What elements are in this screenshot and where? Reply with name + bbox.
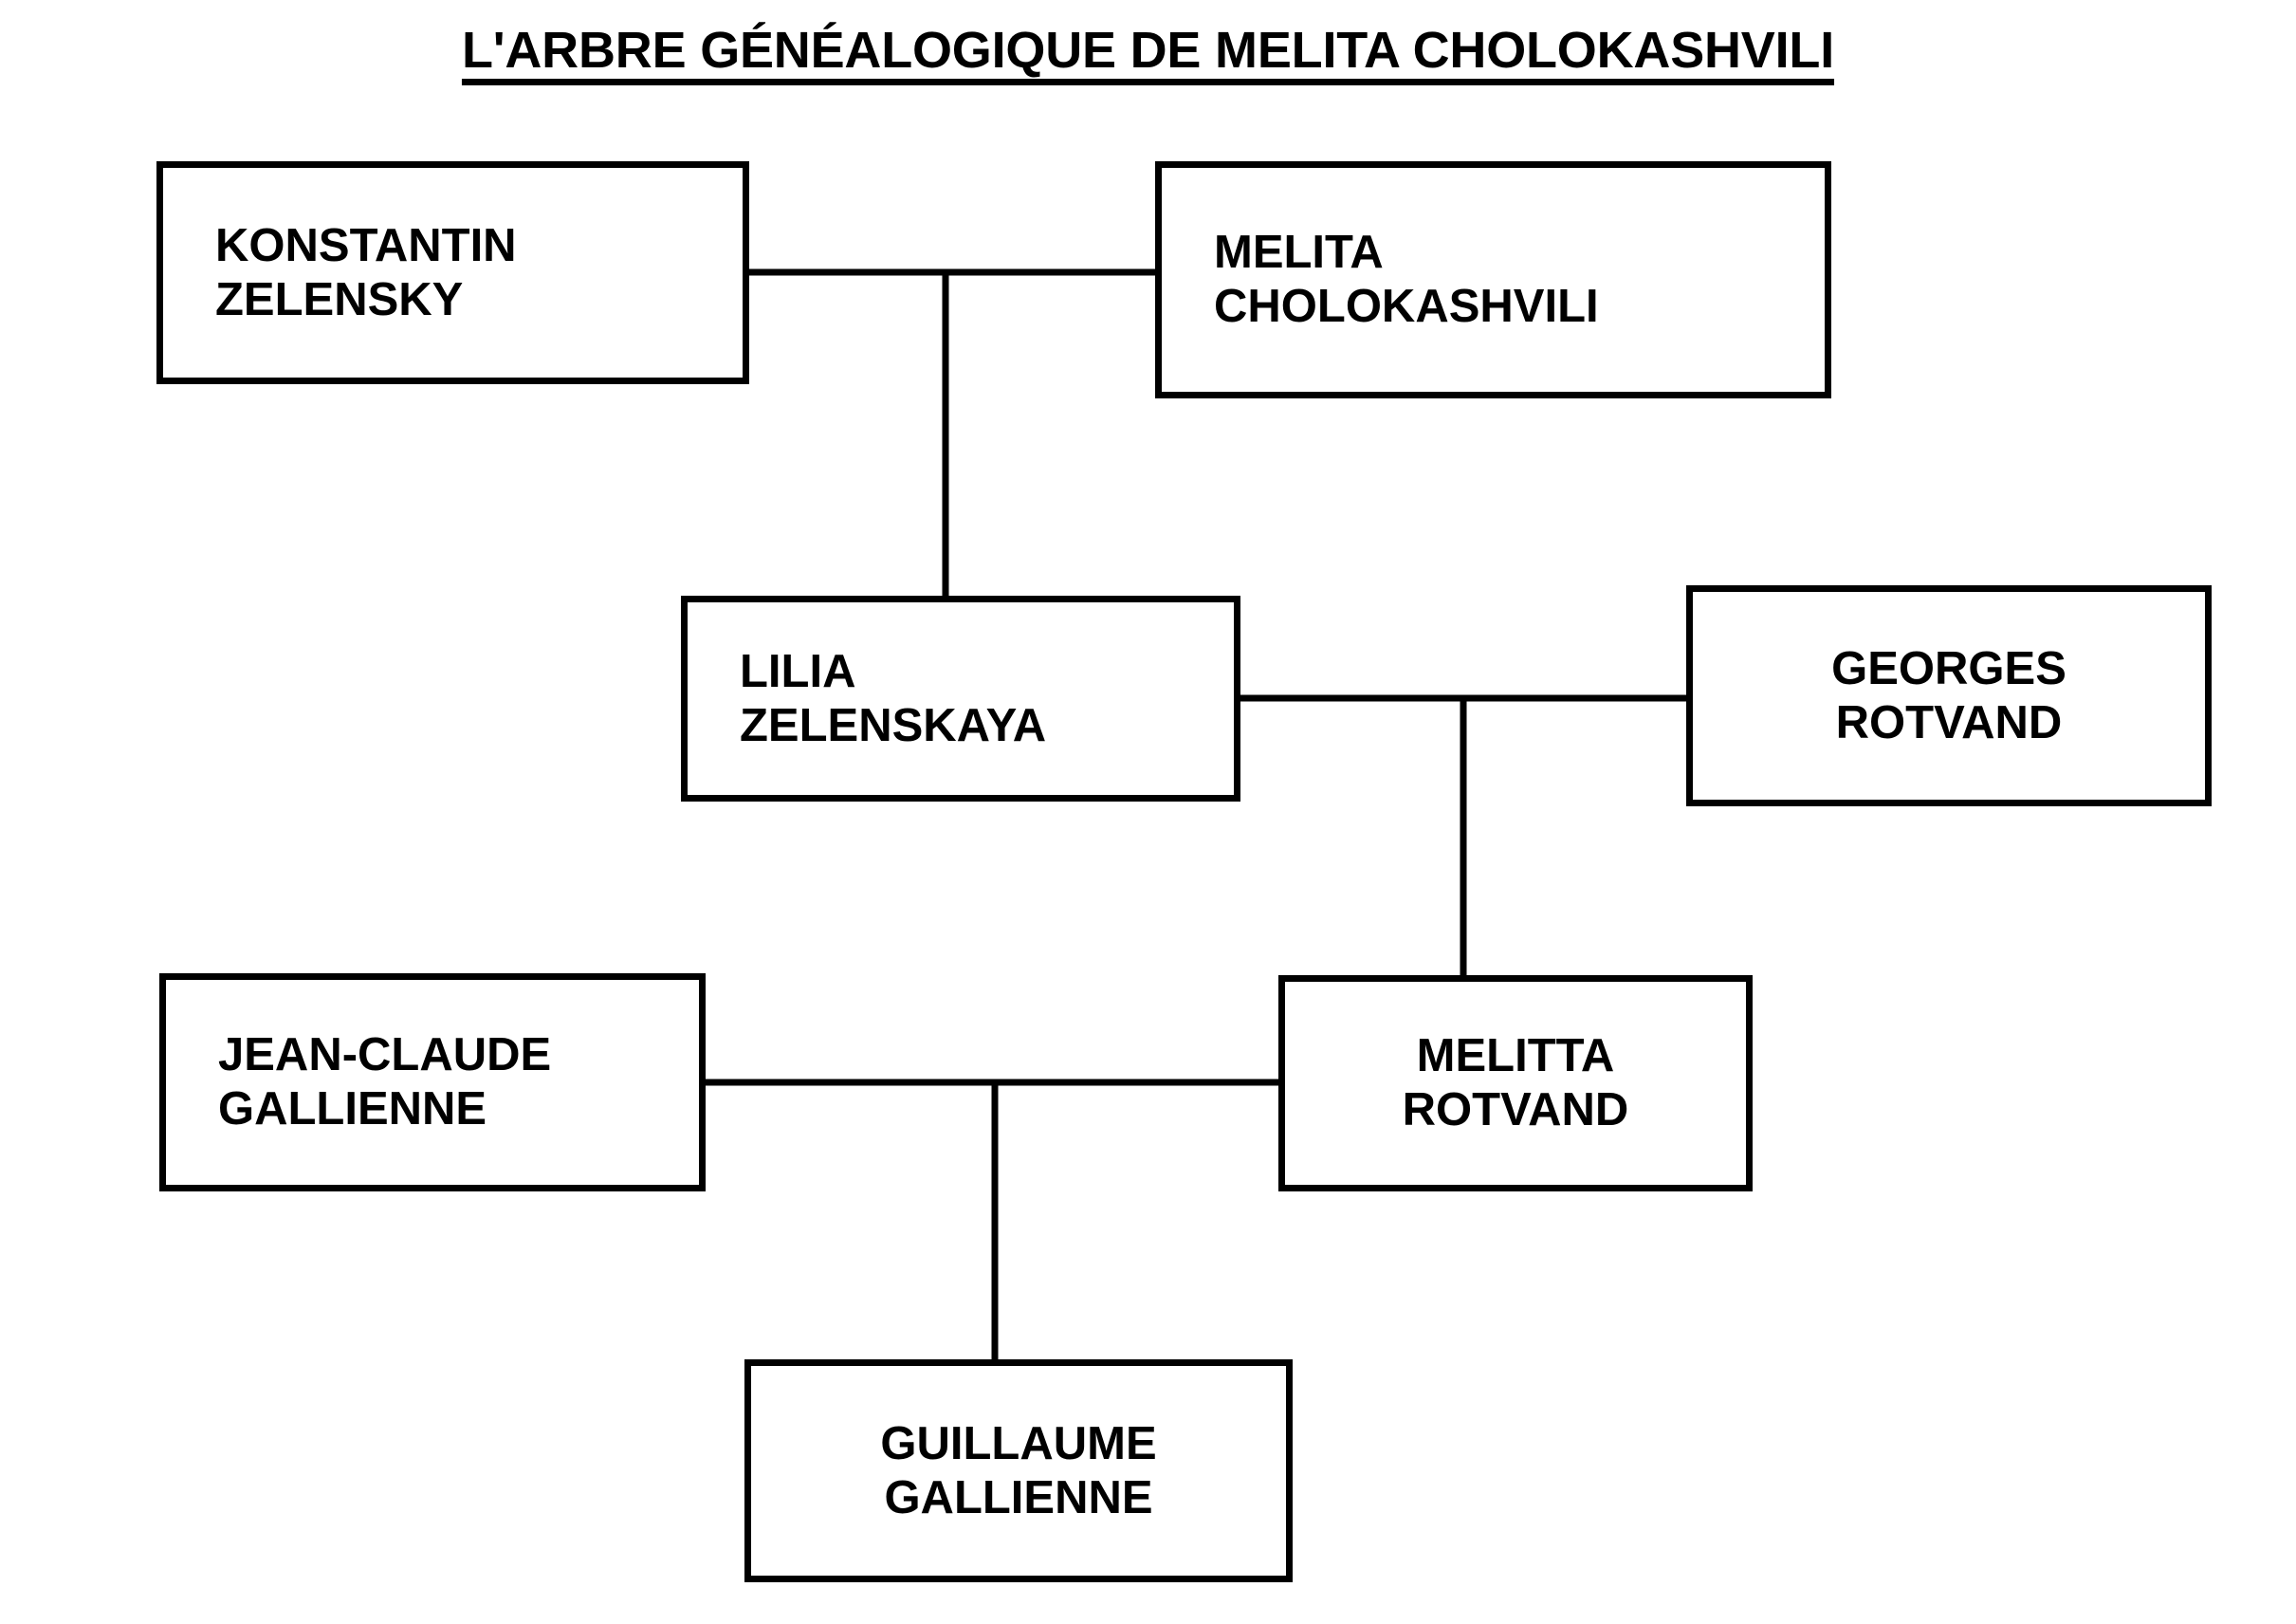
person-node-georges-rotvand[interactable]: GEORGES ROTVAND (1686, 585, 2212, 806)
person-name-line-2: ZELENSKY (215, 273, 464, 325)
person-name-line-1: GEORGES (1831, 642, 2066, 694)
person-node-melitta-rotvand[interactable]: MELITTA ROTVAND (1278, 975, 1753, 1191)
page-title: L'ARBRE GÉNÉALOGIQUE DE MELITA CHOLOKASH… (461, 22, 1835, 79)
person-name-line-2: ROTVAND (1402, 1084, 1629, 1135)
person-name-line-1: LILIA (740, 645, 856, 697)
person-name-line-1: GUILLAUME (880, 1417, 1157, 1469)
person-name-line-2: ROTVAND (1835, 696, 2063, 748)
person-node-guillaume-gallienne[interactable]: GUILLAUME GALLIENNE (744, 1359, 1293, 1582)
person-name-line-2: GALLIENNE (884, 1471, 1153, 1523)
person-node-konstantin-zelensky[interactable]: KONSTANTIN ZELENSKY (156, 161, 749, 384)
person-name-line-2: CHOLOKASHVILI (1214, 281, 1599, 332)
person-name-line-1: JEAN-CLAUDE (218, 1029, 552, 1081)
person-node-jean-claude-gallienne[interactable]: JEAN-CLAUDE GALLIENNE (159, 973, 706, 1191)
person-node-melita-cholokashvili[interactable]: MELITA CHOLOKASHVILI (1155, 161, 1831, 398)
person-name-line-2: GALLIENNE (218, 1083, 487, 1135)
person-name-line-1: MELITTA (1416, 1030, 1615, 1082)
person-name-line-1: KONSTANTIN (215, 219, 517, 271)
person-node-lilia-zelenskaya[interactable]: LILIA ZELENSKAYA (681, 596, 1240, 802)
person-name-line-2: ZELENSKAYA (740, 699, 1047, 751)
person-name-line-1: MELITA (1214, 227, 1384, 279)
